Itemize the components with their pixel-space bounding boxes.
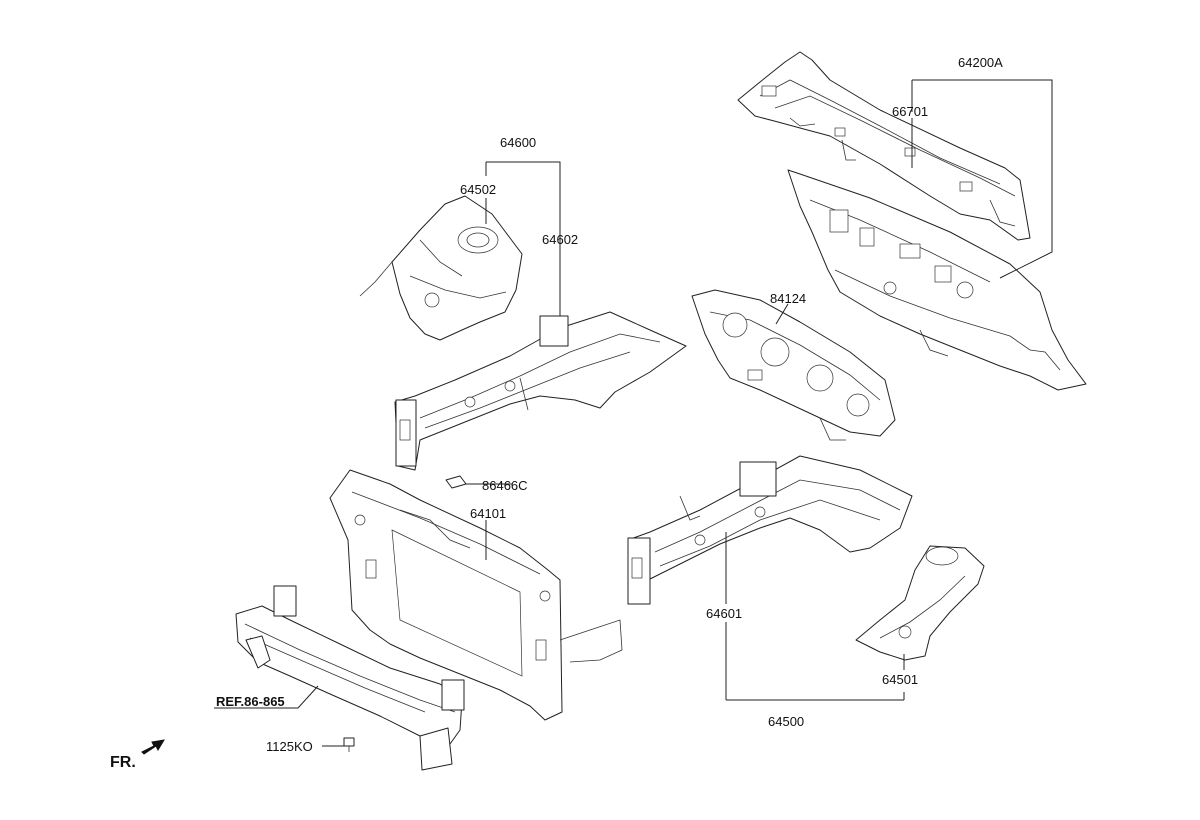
leader-lines xyxy=(214,79,1053,747)
fender-apron-rh xyxy=(855,545,985,661)
dash-insulator xyxy=(691,289,896,441)
label-ref: REF.86-865 xyxy=(216,694,285,709)
label-64500: 64500 xyxy=(768,714,804,729)
label-plate xyxy=(445,475,467,489)
label-front: FR. xyxy=(110,754,136,771)
label-64501: 64501 xyxy=(882,672,918,687)
label-86466C: 86466C xyxy=(482,478,528,493)
arrow-icon xyxy=(141,739,165,755)
label-64101: 64101 xyxy=(470,506,506,521)
front-side-member-lh xyxy=(394,311,687,471)
radiator-support xyxy=(329,469,623,721)
cowl-cross-member xyxy=(737,51,1031,241)
label-84124: 84124 xyxy=(770,291,806,306)
label-64601: 64601 xyxy=(706,606,742,621)
label-64602: 64602 xyxy=(542,232,578,247)
front-side-member-rh xyxy=(627,455,913,605)
label-64502: 64502 xyxy=(460,182,496,197)
fender-apron-lh xyxy=(359,195,523,341)
label-1125KO: 1125KO xyxy=(266,739,313,754)
dash-panel xyxy=(787,169,1087,391)
label-64200A: 64200A xyxy=(958,55,1003,70)
bumper-beam xyxy=(235,585,465,771)
bolt xyxy=(343,737,355,752)
label-66701: 66701 xyxy=(892,104,928,119)
label-64600: 64600 xyxy=(500,135,536,150)
